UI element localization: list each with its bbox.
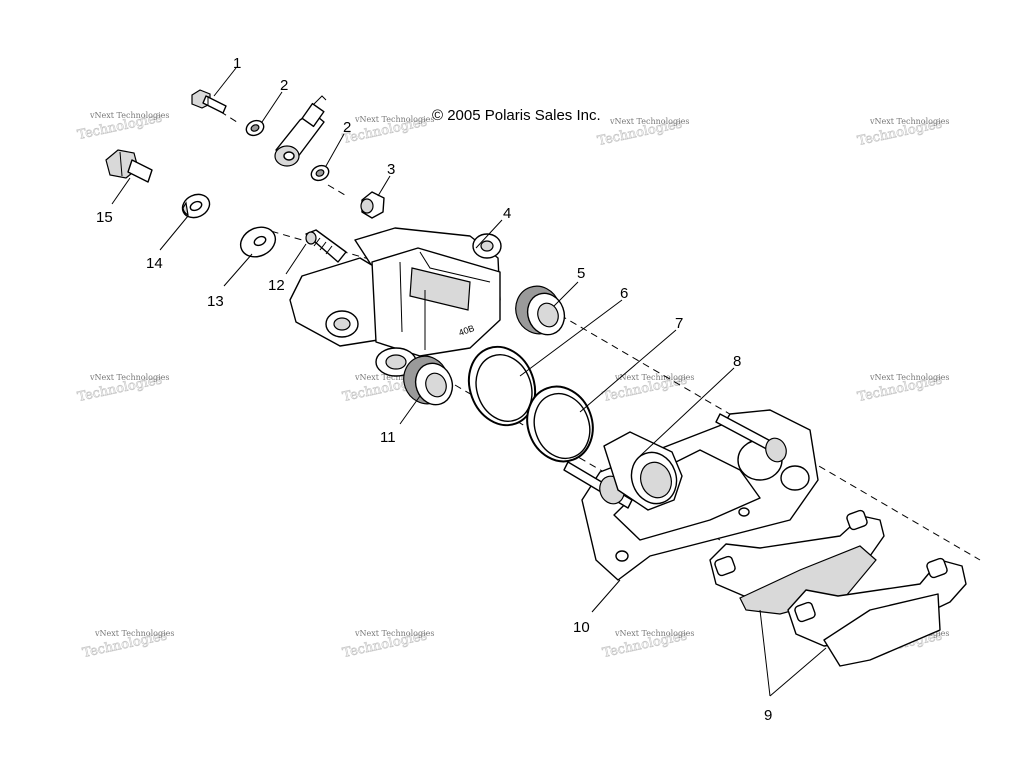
callout-14: 14 [146,255,163,272]
leader-line [159,215,189,251]
callout-10: 10 [573,619,590,636]
callout-6: 6 [620,285,628,302]
piston-seal-part [467,345,537,427]
leader-line [591,579,621,613]
washer-part [239,226,277,258]
callout-5: 5 [577,265,585,282]
leader-line [579,329,677,413]
watermark-text: vNext Technologies [614,373,694,382]
leader-lines [111,67,827,697]
watermark-text: vNext Technologies [609,117,689,126]
leader-line [213,67,237,97]
watermark: Technologies vNext Technologies [341,114,435,147]
callout-11: 11 [380,429,396,446]
callout-2: 2 [343,119,351,136]
callout-labels: 1 2 2 3 4 5 6 7 8 9 10 11 12 13 14 15 [96,55,772,724]
watermark: Technologies vNext Technologies [81,628,175,661]
bleeder-cap-part [360,191,385,219]
leader-line [325,133,345,167]
brake-pad-part [787,557,967,667]
watermark: Technologies vNext Technologies [856,116,950,149]
callout-2: 2 [280,77,288,94]
washer-part [310,164,330,182]
banjo-fitting-part [274,95,327,167]
piston-part [403,355,454,406]
leader-line [223,253,253,287]
watermark-text: vNext Technologies [354,629,434,638]
bleeder-valve-part [305,229,347,263]
watermark-text: vNext Technologies [354,373,434,382]
piston-part [515,285,566,336]
watermark-text: vNext Technologies [614,629,694,638]
leader-line [399,395,421,425]
watermark: Technologies vNext Technologies [601,372,695,405]
watermark-text: vNext Technologies [89,111,169,120]
washer-part [245,119,265,137]
caliper-bracket-part [563,409,819,581]
watermark: Technologies vNext Technologies [76,372,170,405]
callout-4: 4 [503,205,511,222]
leader-line [519,299,623,377]
leader-line [475,219,503,249]
axis-line [327,184,346,196]
callout-1: 1 [233,55,241,72]
watermark: Technologies vNext Technologies [76,110,170,143]
leader-line [759,609,771,697]
watermark: Technologies vNext Technologies [856,372,950,405]
watermark: Technologies vNext Technologies [601,628,695,661]
callout-8: 8 [733,353,741,370]
callout-13: 13 [207,293,224,310]
callout-3: 3 [387,161,395,178]
callout-9: 9 [764,707,772,724]
watermark-text: vNext Technologies [354,115,434,124]
leader-line [639,367,735,457]
callout-7: 7 [675,315,683,332]
seal-part [526,385,594,463]
watermark: Technologies vNext Technologies [341,628,435,661]
watermark-text: vNext Technologies [869,117,949,126]
caliper-body-part: 40B [289,227,502,377]
leader-line [769,647,827,697]
watermark-text: vNext Technologies [94,629,174,638]
bolt-part [191,89,227,114]
leader-line [377,175,391,197]
leader-line [111,177,131,205]
watermark: Technologies vNext Technologies [596,116,690,149]
watermark-text: vNext Technologies [869,373,949,382]
leader-line [553,281,579,307]
leader-line [285,243,307,275]
callout-15: 15 [96,209,113,226]
washer-part [181,193,211,219]
leader-line [261,91,283,123]
mounting-bolt-part [105,149,153,183]
boot-part [603,431,683,511]
copyright-notice: © 2005 Polaris Sales Inc. [432,107,601,124]
watermark-text: vNext Technologies [89,373,169,382]
callout-12: 12 [268,277,285,294]
